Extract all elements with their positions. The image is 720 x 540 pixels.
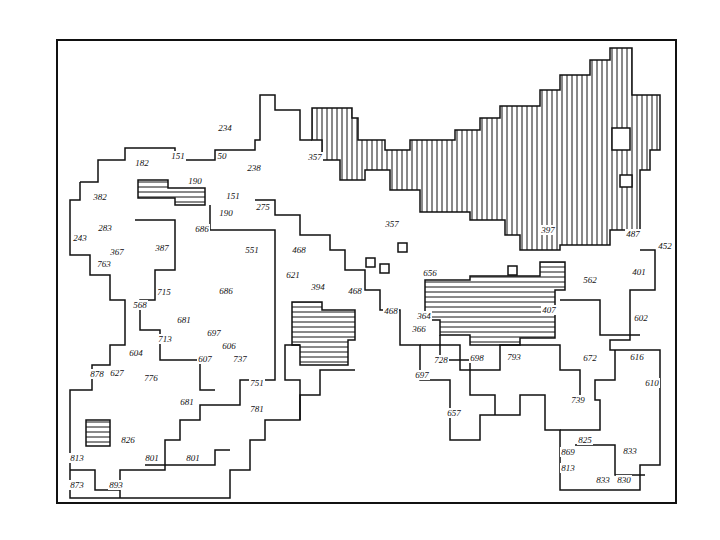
cluster-number: 357 <box>384 219 400 229</box>
cluster-number: 627 <box>109 368 125 378</box>
cluster-number: 382 <box>92 192 108 202</box>
cluster-number: 657 <box>446 408 462 418</box>
cluster-number: 151 <box>170 151 186 161</box>
cluster-number: 234 <box>217 123 233 133</box>
cluster-number: 151 <box>225 191 241 201</box>
cluster-number: 407 <box>541 305 557 315</box>
cluster-number: 869 <box>560 447 576 457</box>
cluster-number: 776 <box>143 373 159 383</box>
cluster-number: 672 <box>582 353 598 363</box>
cluster-number: 568 <box>132 300 148 310</box>
cluster-number: 468 <box>383 306 399 316</box>
cluster-number: 367 <box>109 247 125 257</box>
cluster-number: 681 <box>176 315 192 325</box>
cluster-number: 833 <box>595 475 611 485</box>
cluster-number: 781 <box>249 404 265 414</box>
cluster-number: 728 <box>433 355 449 365</box>
cluster-number: 357 <box>307 152 323 162</box>
cluster-number: 715 <box>156 287 172 297</box>
cluster-number: 751 <box>249 378 265 388</box>
cluster-number: 238 <box>246 163 262 173</box>
cluster-number: 878 <box>89 369 105 379</box>
cluster-number: 602 <box>633 313 649 323</box>
cluster-number: 686 <box>218 286 234 296</box>
cluster-number: 826 <box>120 435 136 445</box>
cluster-number: 698 <box>469 353 485 363</box>
cluster-number: 873 <box>69 480 85 490</box>
cluster-number: 610 <box>644 378 660 388</box>
cluster-number: 801 <box>144 453 160 463</box>
cluster-number: 604 <box>128 348 144 358</box>
cluster-number: 763 <box>96 259 112 269</box>
cluster-number: 616 <box>629 352 645 362</box>
cluster-number: 190 <box>187 176 203 186</box>
cluster-number: 793 <box>506 352 522 362</box>
cluster-number: 656 <box>422 268 438 278</box>
cluster-number: 275 <box>255 202 271 212</box>
cluster-number: 813 <box>69 453 85 463</box>
cluster-number: 366 <box>411 324 427 334</box>
cluster-number: 468 <box>291 245 307 255</box>
cluster-number: 830 <box>616 475 632 485</box>
cluster-number: 452 <box>657 241 673 251</box>
cluster-number: 190 <box>218 208 234 218</box>
cluster-number: 243 <box>72 233 88 243</box>
cluster-number: 283 <box>97 223 113 233</box>
cluster-number: 182 <box>134 158 150 168</box>
cluster-number: 893 <box>108 480 124 490</box>
cluster-number: 364 <box>416 311 432 321</box>
cluster-number: 801 <box>185 453 201 463</box>
cluster-number: 397 <box>540 225 556 235</box>
cluster-number: 606 <box>221 341 237 351</box>
cluster-number: 551 <box>244 245 260 255</box>
cluster-number: 468 <box>347 286 363 296</box>
cluster-number: 562 <box>582 275 598 285</box>
cluster-number: 713 <box>157 334 173 344</box>
cluster-number: 825 <box>577 435 593 445</box>
cluster-number: 681 <box>179 397 195 407</box>
cluster-number: 739 <box>570 395 586 405</box>
cluster-number: 621 <box>285 270 301 280</box>
cluster-number: 487 <box>625 229 641 239</box>
cluster-number: 607 <box>197 354 213 364</box>
cluster-number: 697 <box>414 370 430 380</box>
cluster-number: 737 <box>232 354 248 364</box>
cluster-number: 686 <box>194 224 210 234</box>
cluster-number: 387 <box>154 243 170 253</box>
cluster-number: 50 <box>217 151 228 161</box>
cluster-number: 697 <box>206 328 222 338</box>
cluster-number: 401 <box>631 267 647 277</box>
cluster-number: 813 <box>560 463 576 473</box>
cluster-number: 394 <box>310 282 326 292</box>
cluster-number: 833 <box>622 446 638 456</box>
